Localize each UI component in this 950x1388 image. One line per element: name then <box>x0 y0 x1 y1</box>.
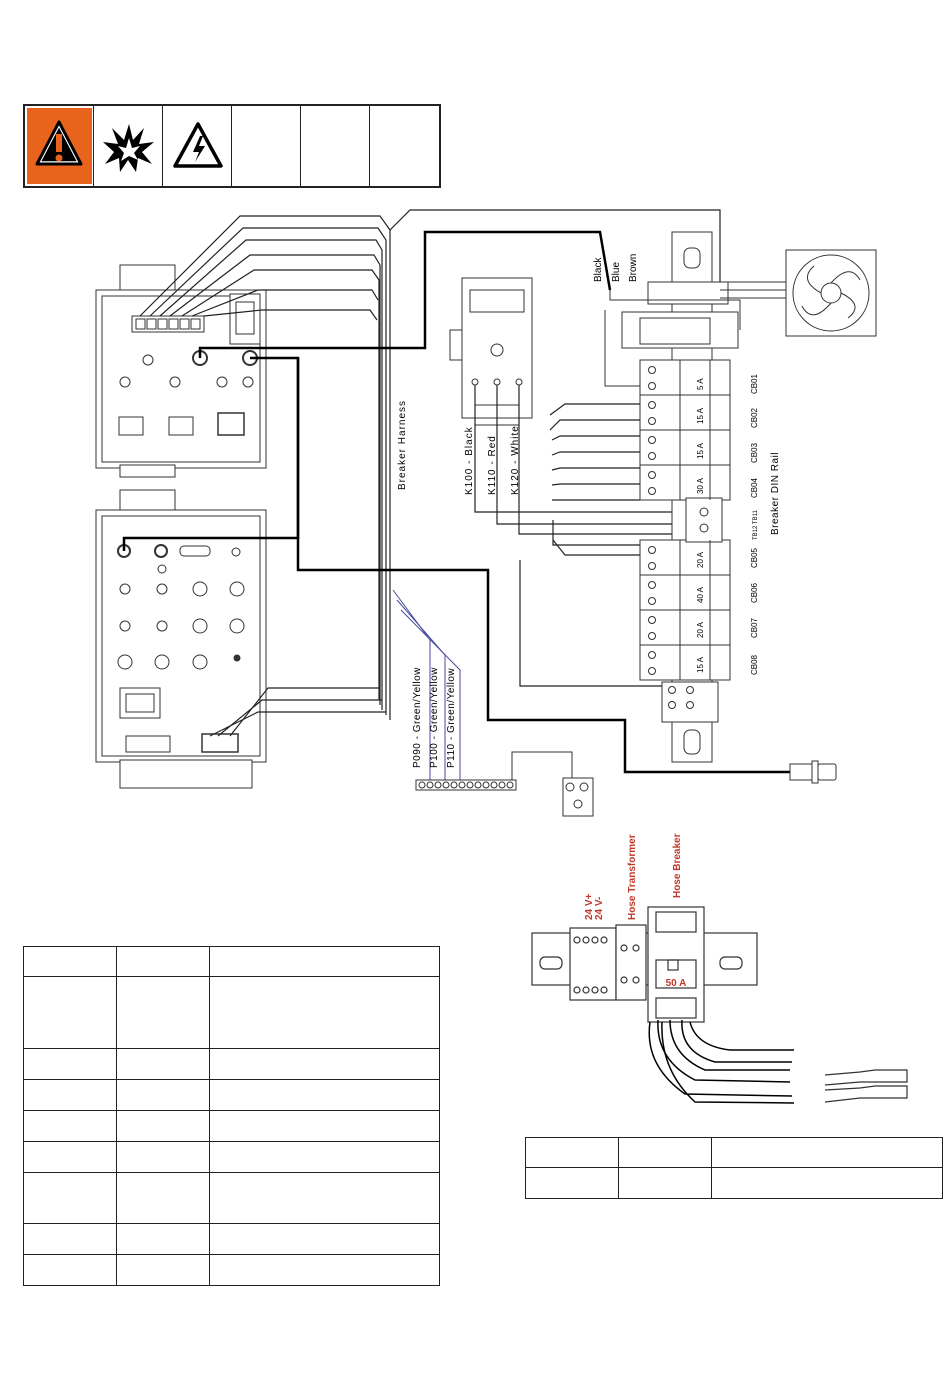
table-cell <box>23 1048 117 1080</box>
breaker-id: CB02 <box>750 407 759 428</box>
ground-wire-label: P090 - Green/Yellow <box>412 667 423 768</box>
table-cell <box>711 1167 943 1199</box>
table-cell <box>116 1254 210 1286</box>
contactor-wire-label: K120 - White <box>510 425 521 495</box>
table-cell <box>116 1172 210 1224</box>
breaker-harness-label: Breaker Harness <box>397 400 408 490</box>
breaker-rating: 5 A <box>696 378 705 390</box>
breaker-id: CB06 <box>750 582 759 603</box>
lower-control-box <box>95 489 267 789</box>
ground-wire-label: P110 - Green/Yellow <box>446 668 457 768</box>
bulkhead-connector <box>789 760 837 784</box>
breaker-id: CB04 <box>750 477 759 498</box>
hose-breaker-label: Hose Breaker <box>672 833 683 898</box>
hose-breaker-detail: 24 V+ 24 V- Hose Transformer Hose Breake… <box>531 833 908 1104</box>
contactor-wire-label: K100 - Black <box>464 426 475 495</box>
breaker-rating: 15 A <box>696 656 705 673</box>
table-cell <box>23 1079 117 1111</box>
table-cell <box>116 1048 210 1080</box>
breaker-rating: 15 A <box>696 442 705 459</box>
table-cell <box>209 1141 440 1173</box>
breaker-id: CB03 <box>750 442 759 463</box>
24v-minus-label: 24 V- <box>594 897 605 920</box>
table-cell <box>23 1141 117 1173</box>
table-cell <box>116 976 210 1049</box>
contactor <box>449 277 533 426</box>
breaker-rating: 30 A <box>696 477 705 494</box>
wire-color-label: Black <box>593 257 604 282</box>
24v-plus-label: 24 V+ <box>584 893 595 920</box>
table-cell <box>23 946 117 977</box>
warning-symbol-cell <box>301 106 370 186</box>
wiring-diagram: Breaker Harness Black Blue Brown K100 - … <box>95 209 877 817</box>
right-table <box>525 1137 943 1199</box>
table-cell <box>23 1110 117 1142</box>
terminal-block-label: TB12 TB11 <box>753 510 759 540</box>
table-cell <box>116 1110 210 1142</box>
left-table <box>23 946 440 1286</box>
electric-shock-icon <box>173 122 223 168</box>
table-cell <box>23 1254 117 1286</box>
breaker-rating: 15 A <box>696 407 705 424</box>
table-cell <box>525 1137 619 1168</box>
wire-color-label: Brown <box>628 254 639 282</box>
warning-symbol-cell <box>94 106 163 186</box>
breaker-rating: 40 A <box>696 586 705 603</box>
table-cell <box>711 1137 943 1168</box>
breaker-rating-label: 50 A <box>666 978 687 989</box>
breaker-id: CB07 <box>750 617 759 638</box>
contactor-wire-label: K110 - Red <box>487 435 498 495</box>
cooling-fan <box>720 249 877 337</box>
din-rail-label: Breaker DIN Rail <box>770 452 781 535</box>
ground-wire-label: P100 - Green/Yellow <box>429 667 440 768</box>
table-cell <box>116 1141 210 1173</box>
table-cell <box>23 1223 117 1255</box>
table-cell <box>116 1223 210 1255</box>
warning-symbol-cell <box>232 106 301 186</box>
table-cell <box>209 1110 440 1142</box>
table-cell <box>525 1167 619 1199</box>
upper-control-box <box>95 264 267 478</box>
table-cell <box>209 1079 440 1111</box>
explosion-icon <box>103 124 154 172</box>
table-cell <box>209 1223 440 1255</box>
wire-color-label: Blue <box>611 262 622 282</box>
warning-icon <box>27 108 92 184</box>
table-cell <box>23 976 117 1049</box>
table-cell <box>209 1048 440 1080</box>
hose-transformer-label: Hose Transformer <box>627 834 638 920</box>
table-cell <box>209 976 440 1049</box>
table-cell <box>618 1167 712 1199</box>
warning-symbols-strip <box>23 104 441 188</box>
table-cell <box>209 1172 440 1224</box>
table-cell <box>116 946 210 977</box>
din-rail <box>604 231 741 763</box>
table-cell <box>209 946 440 977</box>
table-cell <box>209 1254 440 1286</box>
table-cell <box>116 1079 210 1111</box>
ground-terminal-strip <box>415 751 594 817</box>
breaker-id: CB08 <box>750 654 759 675</box>
breaker-id: CB01 <box>750 373 759 394</box>
breaker-id: CB05 <box>750 547 759 568</box>
warning-symbol-cell <box>25 106 94 186</box>
breaker-rating: 20 A <box>696 621 705 638</box>
table-cell <box>23 1172 117 1224</box>
warning-symbol-cell <box>163 106 232 186</box>
table-cell <box>618 1137 712 1168</box>
breaker-rating: 20 A <box>696 551 705 568</box>
